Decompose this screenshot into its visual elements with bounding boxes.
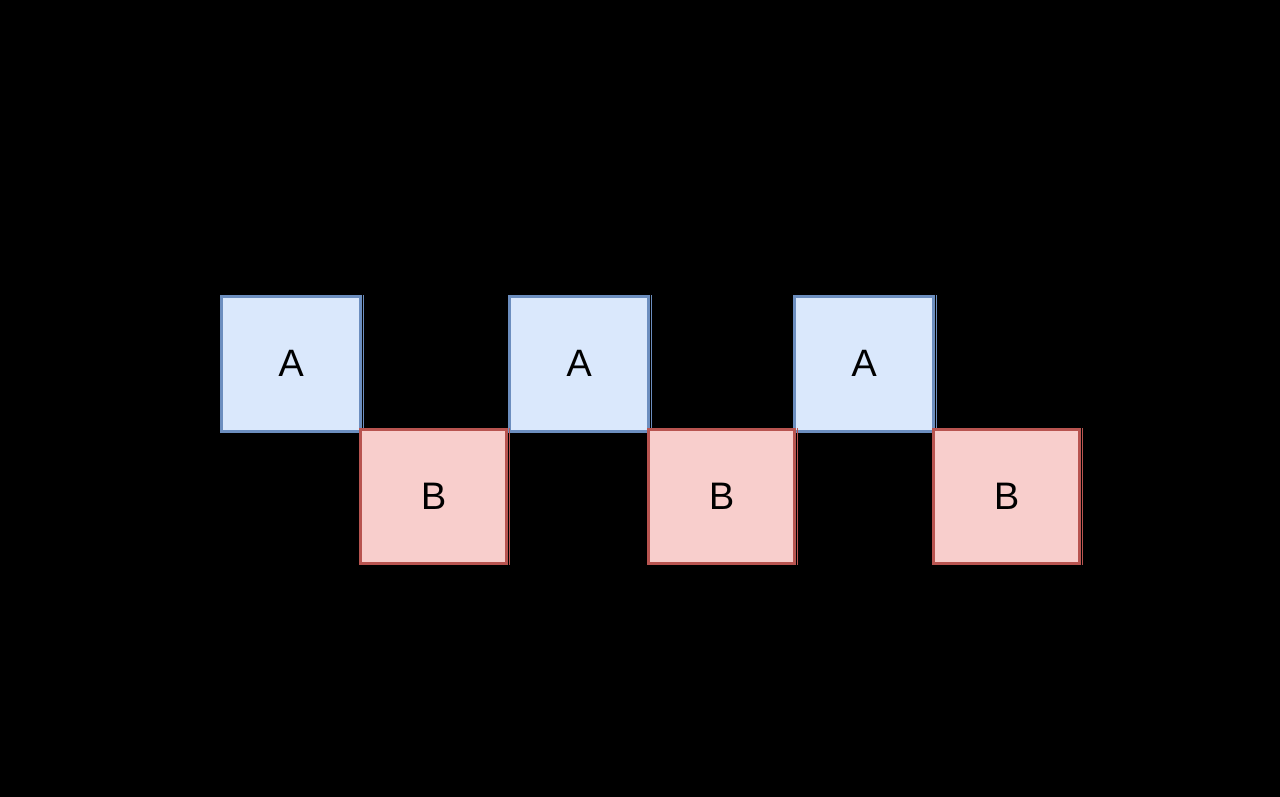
node-label: B bbox=[708, 475, 735, 518]
node-label: A bbox=[566, 343, 592, 385]
diagram-node-a-2: A bbox=[508, 295, 652, 433]
node-label: B bbox=[420, 475, 447, 518]
diagram-node-a-3: A bbox=[793, 295, 937, 433]
diagram-node-b-1: B bbox=[359, 428, 510, 565]
diagram-node-a-1: A bbox=[220, 295, 364, 433]
diagram-node-b-3: B bbox=[932, 428, 1083, 565]
node-label: B bbox=[993, 475, 1020, 518]
node-label: A bbox=[278, 343, 304, 385]
node-label: A bbox=[851, 343, 877, 385]
diagram-node-b-2: B bbox=[647, 428, 798, 565]
